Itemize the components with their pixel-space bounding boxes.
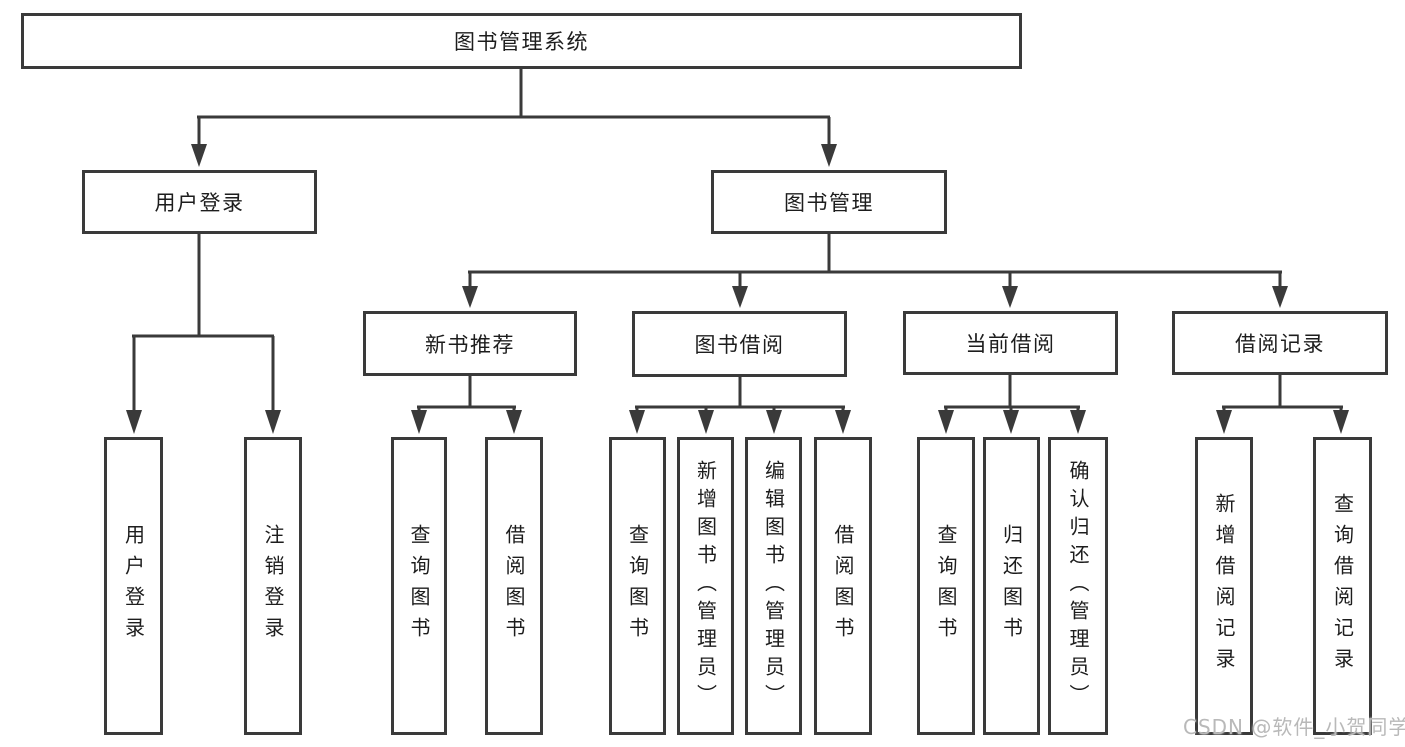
- node-label: 图书借阅: [694, 333, 785, 357]
- node-label: 图书管理: [784, 191, 874, 215]
- node-new-book-recommendation: 新书推荐: [363, 311, 577, 376]
- node-label: 新书推荐: [425, 332, 515, 357]
- node-label: 借阅图书: [831, 524, 855, 648]
- node-label: 查询借阅记录: [1330, 493, 1355, 679]
- node-label: 查询图书: [625, 524, 650, 648]
- node-user-login: 用户登录: [82, 170, 317, 234]
- node-leaf-query-books-1: 查询图书: [391, 437, 447, 735]
- node-label: 图书管理系统: [454, 30, 589, 54]
- csdn-watermark: CSDN @软件_小贺同学: [1183, 715, 1405, 739]
- connector-new-book-recommendation-to-leaves: [411, 376, 522, 434]
- node-leaf-query-books-2: 查询图书: [609, 437, 666, 735]
- connector-current-borrowing-to-leaves: [938, 375, 1086, 434]
- node-leaf-edit-books-admin: 编辑图书（管理员）: [745, 437, 802, 735]
- connector-user-login-to-leaves: [126, 233, 281, 434]
- node-leaf-confirm-return-admin: 确认归还（管理员）: [1048, 437, 1108, 735]
- node-leaf-query-books-3: 查询图书: [917, 437, 975, 735]
- node-label: 查询图书: [407, 524, 431, 648]
- node-label: 查询图书: [934, 524, 958, 648]
- node-label: 归还图书: [999, 524, 1024, 648]
- connector-borrowing-records-to-leaves: [1216, 375, 1349, 434]
- node-label: 借阅图书: [502, 524, 526, 648]
- node-leaf-return-books: 归还图书: [983, 437, 1040, 735]
- node-leaf-user-login: 用户登录: [104, 437, 163, 735]
- node-book-management: 图书管理: [711, 170, 947, 234]
- node-label: 用户登录: [121, 524, 146, 648]
- node-leaf-add-borrow-record: 新增借阅记录: [1195, 437, 1253, 735]
- connector-book-management-to-level3: [462, 234, 1288, 308]
- node-book-borrowing: 图书借阅: [632, 311, 847, 377]
- connector-book-borrowing-to-leaves: [629, 377, 851, 434]
- node-leaf-add-books-admin: 新增图书（管理员）: [677, 437, 734, 735]
- node-label: 编辑图书（管理员）: [761, 460, 786, 712]
- node-label: 当前借阅: [965, 332, 1056, 356]
- node-label: 用户登录: [154, 191, 245, 215]
- node-root-system: 图书管理系统: [21, 13, 1022, 69]
- node-leaf-query-borrow-record: 查询借阅记录: [1313, 437, 1372, 735]
- node-current-borrowing: 当前借阅: [903, 311, 1118, 375]
- node-leaf-borrow-books-1: 借阅图书: [485, 437, 543, 735]
- node-label: 借阅记录: [1235, 332, 1325, 356]
- node-label: 确认归还（管理员）: [1066, 460, 1090, 712]
- node-leaf-logout: 注销登录: [244, 437, 302, 735]
- node-label: 新增图书（管理员）: [693, 460, 718, 712]
- node-label: 注销登录: [261, 524, 285, 648]
- node-borrowing-records: 借阅记录: [1172, 311, 1388, 375]
- node-label: 新增借阅记录: [1212, 493, 1236, 679]
- node-leaf-borrow-books-2: 借阅图书: [814, 437, 872, 735]
- connector-root-to-level2: [191, 69, 837, 167]
